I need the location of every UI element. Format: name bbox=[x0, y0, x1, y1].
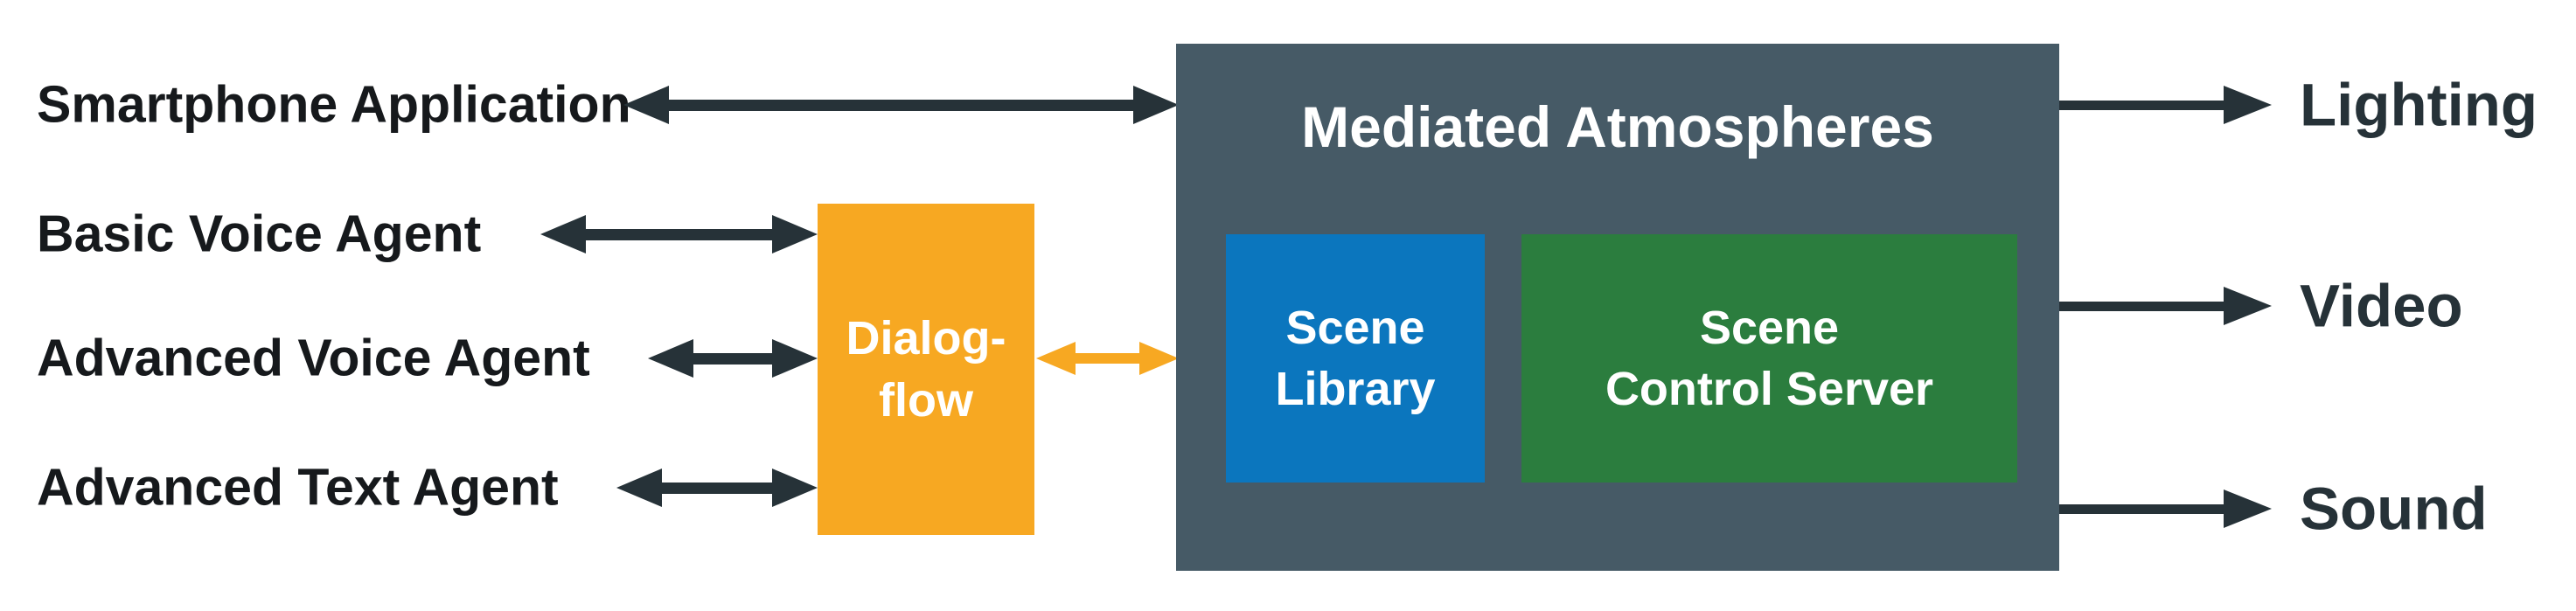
arrowhead-left bbox=[540, 215, 586, 253]
right-arrow-icon bbox=[2059, 85, 2272, 125]
arrow-shaft bbox=[1076, 353, 1139, 364]
arrow-shaft bbox=[586, 228, 772, 240]
arrowhead-right bbox=[772, 469, 818, 507]
scene-control-server-label-line2: Control Server bbox=[1605, 363, 1934, 415]
arrowhead-right bbox=[2224, 86, 2272, 124]
arrow-shaft bbox=[2059, 100, 2224, 110]
double-arrow-icon bbox=[623, 85, 1179, 125]
double-arrow-icon bbox=[540, 214, 818, 254]
mediated-atmospheres-box: Mediated Atmospheres Scene Library Scene… bbox=[1176, 44, 2059, 571]
label-lighting: Lighting bbox=[2300, 71, 2538, 139]
label-advanced-voice-agent: Advanced Voice Agent bbox=[37, 329, 590, 387]
scene-library-label-line2: Library bbox=[1275, 363, 1436, 415]
right-arrow-icon bbox=[2059, 489, 2272, 529]
dialogflow-label-line2: flow bbox=[879, 373, 973, 427]
label-advanced-text-agent: Advanced Text Agent bbox=[37, 458, 559, 517]
arrowhead-left bbox=[616, 469, 662, 507]
arrowhead-right bbox=[1133, 86, 1179, 124]
double-arrow-icon bbox=[616, 468, 818, 508]
arrow-shaft bbox=[662, 482, 772, 494]
label-smartphone-application: Smartphone Application bbox=[37, 75, 631, 134]
arrowhead-right bbox=[772, 339, 818, 378]
arrowhead-left bbox=[623, 86, 669, 124]
scene-library-box: Scene Library bbox=[1226, 234, 1485, 483]
arrow-shaft bbox=[693, 352, 772, 365]
arrowhead-left bbox=[648, 339, 693, 378]
arrow-shaft bbox=[2059, 301, 2224, 311]
arrowhead-left bbox=[1036, 342, 1076, 375]
dialogflow-box: Dialog- flow bbox=[818, 204, 1034, 535]
double-arrow-icon bbox=[648, 338, 818, 378]
scene-control-server-label-line1: Scene bbox=[1699, 301, 1840, 354]
arrowhead-right bbox=[772, 215, 818, 253]
arrow-shaft bbox=[2059, 503, 2224, 514]
arrowhead-right bbox=[2224, 287, 2272, 325]
scene-control-server-box: Scene Control Server bbox=[1521, 234, 2017, 483]
scene-library-label-line1: Scene bbox=[1285, 301, 1425, 354]
double-arrow-icon bbox=[1036, 341, 1179, 376]
arrowhead-right bbox=[2224, 489, 2272, 528]
label-sound: Sound bbox=[2300, 475, 2488, 543]
right-arrow-icon bbox=[2059, 286, 2272, 326]
arrowhead-right bbox=[1139, 342, 1179, 375]
mediated-atmospheres-title: Mediated Atmospheres bbox=[1301, 94, 1934, 159]
label-video: Video bbox=[2300, 272, 2463, 340]
label-basic-voice-agent: Basic Voice Agent bbox=[37, 205, 482, 263]
arrow-shaft bbox=[669, 99, 1133, 111]
dialogflow-label-line1: Dialog- bbox=[846, 312, 1006, 365]
